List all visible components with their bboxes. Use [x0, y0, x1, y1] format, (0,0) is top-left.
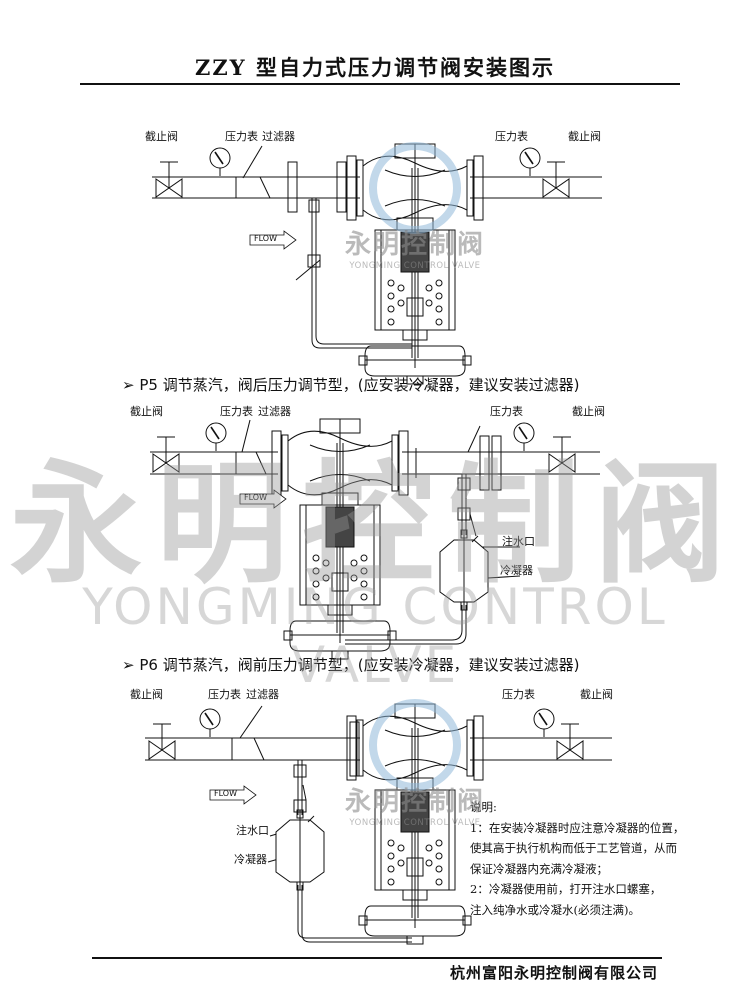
logo-watermark-icon [369, 142, 461, 234]
diagram-1-piping [152, 145, 602, 349]
pressure-gauge-label: 压力表 [220, 405, 253, 418]
page-title: ZZY 型自力式压力调节阀安装图示 [195, 55, 555, 80]
watermark-en: YONGMING CONTROL VALVE [82, 578, 668, 694]
fill-port-label: 注水口 [502, 535, 535, 548]
watermark-en: YONGMING CONTROL VALVE [349, 261, 481, 271]
stop-valve-label: 截止阀 [572, 405, 605, 418]
installation-notes: 说明: 1：在安装冷凝器时应注意冷凝器的位置， 使其高于执行机构而低于工艺管道，… [470, 797, 684, 920]
filter-label: 过滤器 [246, 688, 279, 701]
stop-valve-icon [155, 161, 183, 198]
pressure-gauge-icon [209, 147, 231, 177]
title-rule [80, 83, 680, 85]
notes-line: 1：在安装冷凝器时应注意冷凝器的位置， [470, 820, 685, 835]
section-p5-text: P5 调节蒸汽，阀后压力调节型，(应安装冷凝器，建议安装过滤器) [139, 376, 580, 394]
filter-label: 过滤器 [262, 130, 295, 143]
stop-valve-icon [542, 161, 570, 198]
stop-valve-label: 截止阀 [568, 130, 601, 143]
notes-line: 2：冷凝器使用前，打开注水口螺塞， [470, 882, 662, 896]
stop-valve-icon [148, 723, 176, 760]
footer-rule [92, 957, 662, 959]
logo-watermark-icon [369, 699, 461, 791]
small-watermark: 永明控制阀 YONGMING CONTROL VALVE [340, 781, 490, 828]
filter-label: 过滤器 [258, 405, 291, 418]
fill-port-label: 注水口 [236, 824, 269, 837]
flow-label: FLOW [254, 234, 277, 243]
pressure-gauge-label: 压力表 [208, 688, 241, 701]
stop-valve-label: 截止阀 [130, 405, 163, 418]
flow-label: FLOW [244, 493, 267, 502]
condenser-drawing [275, 809, 325, 891]
notes-heading: 说明: [470, 800, 497, 814]
section-p5-heading: ➢ P5 调节蒸汽，阀后压力调节型，(应安装冷凝器，建议安装过滤器) [122, 374, 579, 395]
pressure-gauge-label: 压力表 [495, 130, 528, 143]
stop-valve-label: 截止阀 [145, 130, 178, 143]
notes-line: 保证冷凝器内充满冷凝液； [470, 861, 608, 876]
diagram-3-piping [145, 705, 612, 943]
watermark-cn: 永明控制阀 [10, 448, 740, 602]
pressure-gauge-icon [199, 708, 221, 738]
watermark-cn: 永明控制阀 [344, 230, 485, 260]
watermark-cn: 永明控制阀 [344, 787, 485, 817]
notes-line: 注入纯净水或冷凝水(必须注满)。 [470, 902, 640, 917]
condenser-label: 冷凝器 [500, 564, 533, 577]
stop-valve-label: 截止阀 [580, 688, 613, 701]
company-name: 杭州富阳永明控制阀有限公司 [449, 964, 658, 982]
small-watermark: 永明控制阀 YONGMING CONTROL VALVE [340, 224, 490, 271]
pressure-gauge-label: 压力表 [490, 405, 523, 418]
stop-valve-label: 截止阀 [130, 688, 163, 701]
pressure-gauge-icon [519, 147, 541, 177]
section-p6-text: P6 调节蒸汽，阀前压力调节型，(应安装冷凝器，建议安装过滤器) [139, 656, 580, 674]
notes-line: 使其高于执行机构而低于工艺管道，从而 [470, 841, 677, 855]
pressure-gauge-label: 压力表 [502, 688, 535, 701]
bullet-icon: ➢ [122, 656, 135, 674]
bullet-icon: ➢ [122, 376, 135, 394]
condenser-label: 冷凝器 [234, 853, 267, 866]
flow-label: FLOW [214, 789, 237, 798]
pressure-gauge-label: 压力表 [225, 130, 258, 143]
watermark-en: YONGMING CONTROL VALVE [349, 818, 481, 828]
stop-valve-icon [556, 723, 584, 760]
section-p6-heading: ➢ P6 调节蒸汽，阀前压力调节型，(应安装冷凝器，建议安装过滤器) [122, 654, 579, 675]
pressure-gauge-icon [533, 708, 555, 738]
